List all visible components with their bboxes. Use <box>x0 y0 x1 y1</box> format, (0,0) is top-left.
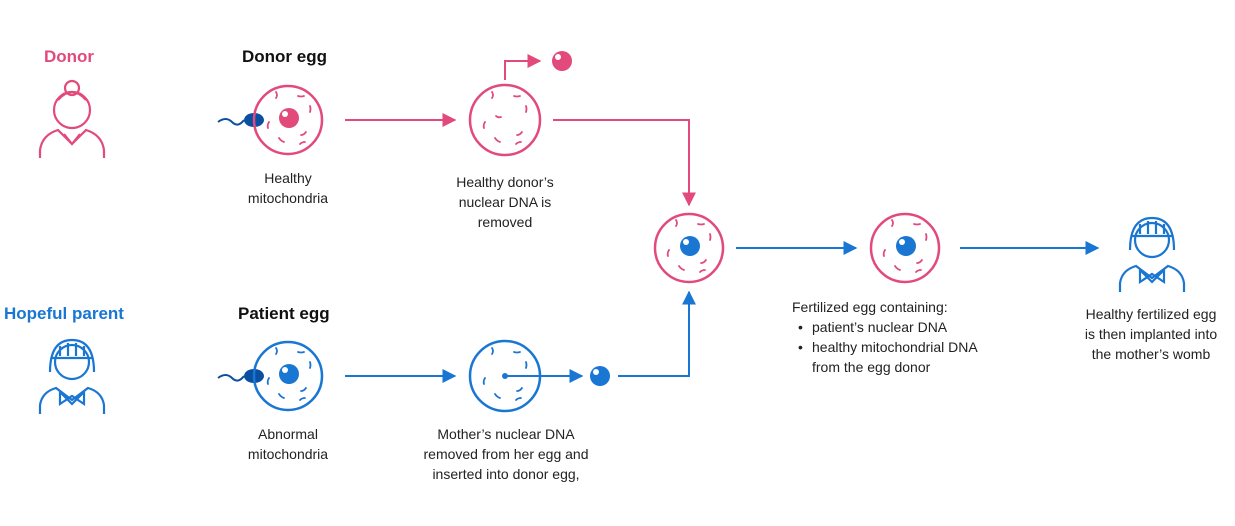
enucleated-donor-egg-icon <box>468 83 542 157</box>
extracted-patient-nucleus-icon <box>590 366 610 386</box>
sperm-icon <box>217 369 264 383</box>
mother-person-icon <box>1118 216 1186 292</box>
patient-egg-title: Patient egg <box>238 304 330 323</box>
patient-egg-cell-icon <box>252 340 324 412</box>
parent-person-icon <box>38 338 106 414</box>
removed-donor-nucleus-icon <box>552 51 572 71</box>
nucleus-icon <box>680 236 700 256</box>
patient-egg-caption: Abnormal mitochondria <box>247 426 329 462</box>
arrow-icon <box>618 290 696 377</box>
donor-egg-cell-icon <box>252 84 324 156</box>
list-item: healthy mitochondrial DNA <box>792 337 1032 357</box>
arrow-icon <box>504 54 542 80</box>
list-item-continuation: from the egg donor <box>812 359 931 375</box>
arrow-icon <box>553 119 696 207</box>
nucleus-icon <box>896 236 916 256</box>
final-caption: Healthy fertilized egg is then implanted… <box>1084 306 1218 362</box>
parent-title: Hopeful parent <box>4 304 124 323</box>
nucleus-icon <box>279 364 299 384</box>
list-item: patient’s nuclear DNA <box>792 317 1032 337</box>
nucleus-icon <box>279 108 299 128</box>
donor-title: Donor <box>44 47 95 66</box>
fertilized-heading: Fertilized egg containing: <box>792 299 948 315</box>
sperm-icon <box>217 113 264 127</box>
donor-removed-caption: Healthy donor’s nuclear DNA is removed <box>456 174 554 230</box>
donor-egg-caption: Healthy mitochondria <box>247 170 329 206</box>
reconstructed-egg-icon <box>653 212 725 284</box>
fertilized-egg-description: Fertilized egg containing: patient’s nuc… <box>792 297 1032 377</box>
donor-person-icon <box>38 79 106 158</box>
patient-removed-caption: Mother’s nuclear DNA removed from her eg… <box>423 426 589 482</box>
donor-egg-title: Donor egg <box>242 47 327 66</box>
fertilized-egg-icon <box>869 212 941 284</box>
